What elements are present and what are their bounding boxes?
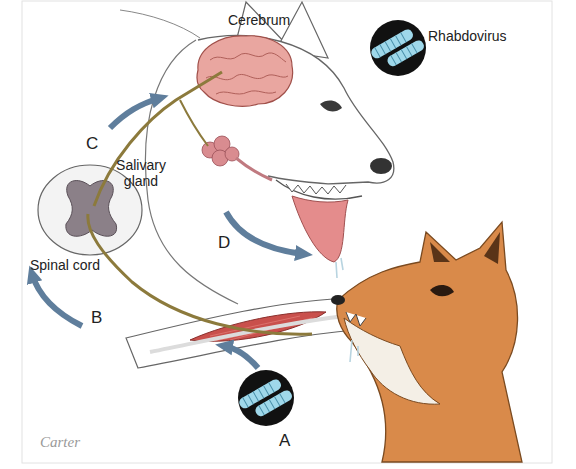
dog-foreleg — [126, 298, 356, 368]
virus-callout — [237, 370, 294, 426]
fox-jaw — [344, 318, 440, 404]
callout-letter: C — [86, 135, 98, 153]
nerve-to-gland — [180, 100, 208, 146]
callout-letter: A — [279, 432, 290, 450]
part-label: Rhabdovirus — [428, 28, 507, 44]
fox-teeth — [346, 312, 366, 326]
fox-eye — [430, 285, 454, 296]
part-label: Cerebrum — [228, 12, 290, 28]
leg-bone — [150, 316, 346, 352]
flow-arrow — [32, 274, 82, 326]
fox-inner-ear — [430, 242, 450, 262]
cerebrum — [197, 36, 293, 107]
virion — [254, 389, 294, 419]
callout-letter: B — [91, 309, 102, 327]
flow-arrow — [110, 98, 160, 128]
fox-inner-ear — [484, 232, 500, 264]
callout-circle — [370, 20, 426, 76]
dog-teeth — [286, 184, 346, 194]
flow-arrow — [224, 346, 258, 368]
dog-eye — [320, 101, 342, 112]
fox-saliva — [350, 340, 358, 362]
leg-muscle — [190, 312, 326, 342]
fox-nose — [331, 295, 345, 305]
virion-coil — [243, 381, 285, 421]
dog-lower-jaw — [276, 180, 362, 199]
virion — [386, 39, 426, 69]
callout-circle — [238, 370, 294, 426]
frame — [22, 1, 552, 463]
flow-arrow — [226, 212, 304, 254]
ascending-nerve — [94, 72, 222, 206]
part-label: Spinal cord — [30, 257, 100, 273]
peripheral-nerve — [88, 214, 312, 334]
part-label: Salivary gland — [112, 157, 170, 189]
fox-head — [337, 222, 522, 462]
dog-back-outline — [120, 10, 200, 38]
salivary-gland — [202, 136, 272, 180]
rhabdovirus-particle — [369, 26, 425, 74]
saliva-drip — [336, 258, 343, 278]
dog-nose — [370, 158, 392, 174]
virion-coil — [375, 31, 417, 71]
artist-signature: Carter — [40, 434, 80, 450]
salivary-duct — [236, 158, 272, 180]
virus-callout — [369, 20, 426, 76]
rhabdovirus-particle — [237, 376, 293, 424]
callout-letter: D — [218, 234, 230, 252]
